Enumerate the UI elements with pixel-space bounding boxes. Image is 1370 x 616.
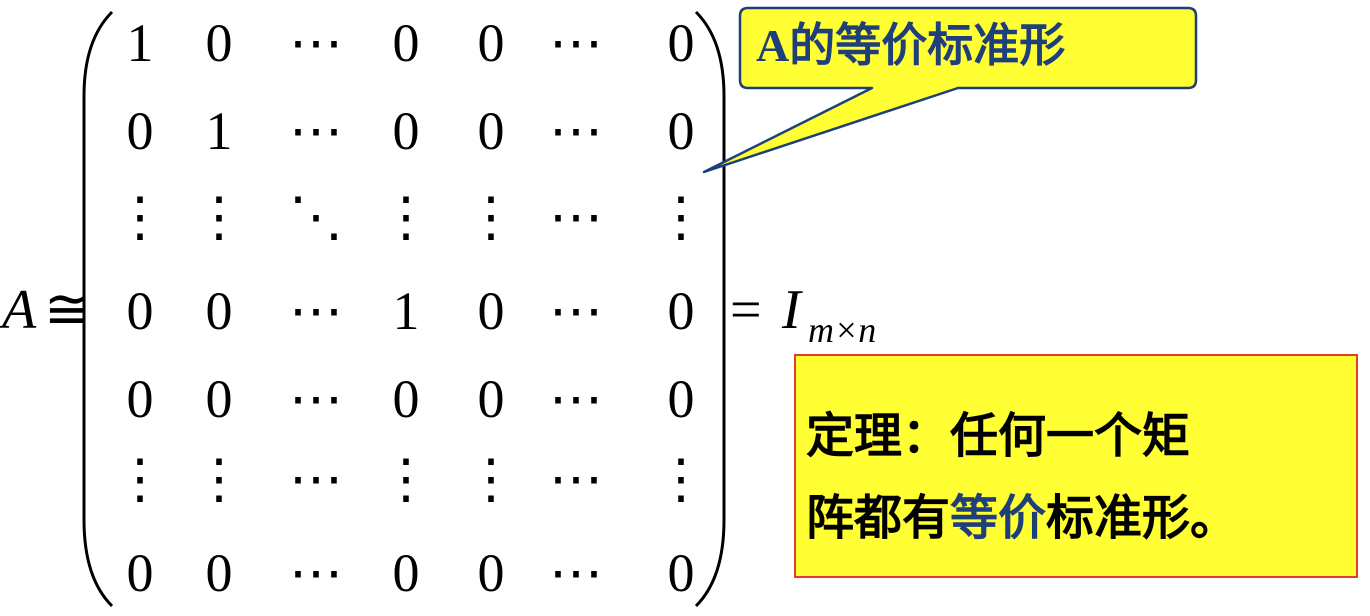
matrix-cell: 1: [205, 101, 233, 161]
matrix-cell: ⋯: [549, 543, 603, 603]
matrix-cell: 0: [667, 101, 695, 161]
matrix-cell: ⋯: [549, 449, 603, 509]
matrix-cell: ⋱: [289, 187, 343, 247]
matrix-cell: ⋯: [289, 449, 343, 509]
matrix-cell: ⋯: [549, 101, 603, 161]
matrix-cell: 0: [126, 101, 154, 161]
matrix-cell: ⋮: [464, 187, 518, 247]
matrix-cell: ⋯: [289, 13, 343, 73]
matrix-cell: ⋮: [379, 187, 433, 247]
matrix-cell: ⋯: [289, 543, 343, 603]
matrix-cell: 0: [477, 13, 505, 73]
rhs-symbol: I: [782, 279, 801, 341]
callout-text: 的等价标准形: [789, 18, 1066, 72]
matrix-cell: 0: [205, 369, 233, 429]
matrix-cell: 0: [477, 369, 505, 429]
callout-label: A的等价标准形: [756, 22, 1065, 69]
matrix-cell: 0: [205, 543, 233, 603]
matrix-cell: ⋮: [192, 449, 246, 509]
matrix-cell: 0: [667, 543, 695, 603]
matrix-cell: 0: [392, 369, 420, 429]
matrix-cell: ⋮: [113, 449, 167, 509]
callout-prefix: A: [756, 20, 790, 71]
matrix-cell: 1: [392, 281, 420, 341]
matrix-cell: ⋯: [549, 187, 603, 247]
matrix-cell: 1: [126, 13, 154, 73]
theorem-highlight: 等价: [950, 490, 1047, 546]
theorem-line-2-end: 标准形。: [1046, 490, 1239, 546]
matrix-cell: 0: [392, 101, 420, 161]
rhs-subscript: m×n: [808, 310, 877, 350]
right-parenthesis: [694, 10, 726, 608]
lhs-symbol: A: [2, 279, 37, 341]
matrix-cell: 0: [392, 543, 420, 603]
matrix-cell: 0: [477, 281, 505, 341]
matrix-cell: ⋮: [654, 449, 708, 509]
matrix-cell: ⋯: [289, 369, 343, 429]
matrix-cell: 0: [477, 101, 505, 161]
matrix-cell: 0: [205, 13, 233, 73]
matrix-cell: ⋯: [289, 101, 343, 161]
matrix-cell: 0: [205, 281, 233, 341]
matrix-cell: ⋯: [549, 281, 603, 341]
callout-shape: [702, 6, 1198, 174]
matrix-cell: 0: [667, 13, 695, 73]
left-parenthesis: [82, 10, 114, 608]
matrix-cell: 0: [126, 543, 154, 603]
matrix-cell: ⋮: [654, 187, 708, 247]
matrix-cell: 0: [667, 281, 695, 341]
matrix-cell: 0: [126, 369, 154, 429]
matrix-cell: ⋯: [549, 13, 603, 73]
matrix-cell: ⋮: [464, 449, 518, 509]
theorem-line-2-start: 阵都有: [806, 490, 951, 546]
theorem-line-2: 阵都有等价标准形。: [806, 494, 1238, 542]
matrix-cell: 0: [126, 281, 154, 341]
matrix-cell: ⋮: [192, 187, 246, 247]
matrix-cell: 0: [667, 369, 695, 429]
matrix-cell: ⋮: [113, 187, 167, 247]
theorem-box: 定理：任何一个矩 阵都有等价标准形。: [794, 354, 1358, 578]
matrix-cell: ⋯: [549, 369, 603, 429]
equals-sign: =: [730, 279, 762, 341]
matrix-cell: 0: [477, 543, 505, 603]
matrix-cell: ⋯: [289, 281, 343, 341]
theorem-line-1: 定理：任何一个矩: [806, 408, 1191, 464]
matrix-cell: ⋮: [379, 449, 433, 509]
matrix-cell: 0: [392, 13, 420, 73]
